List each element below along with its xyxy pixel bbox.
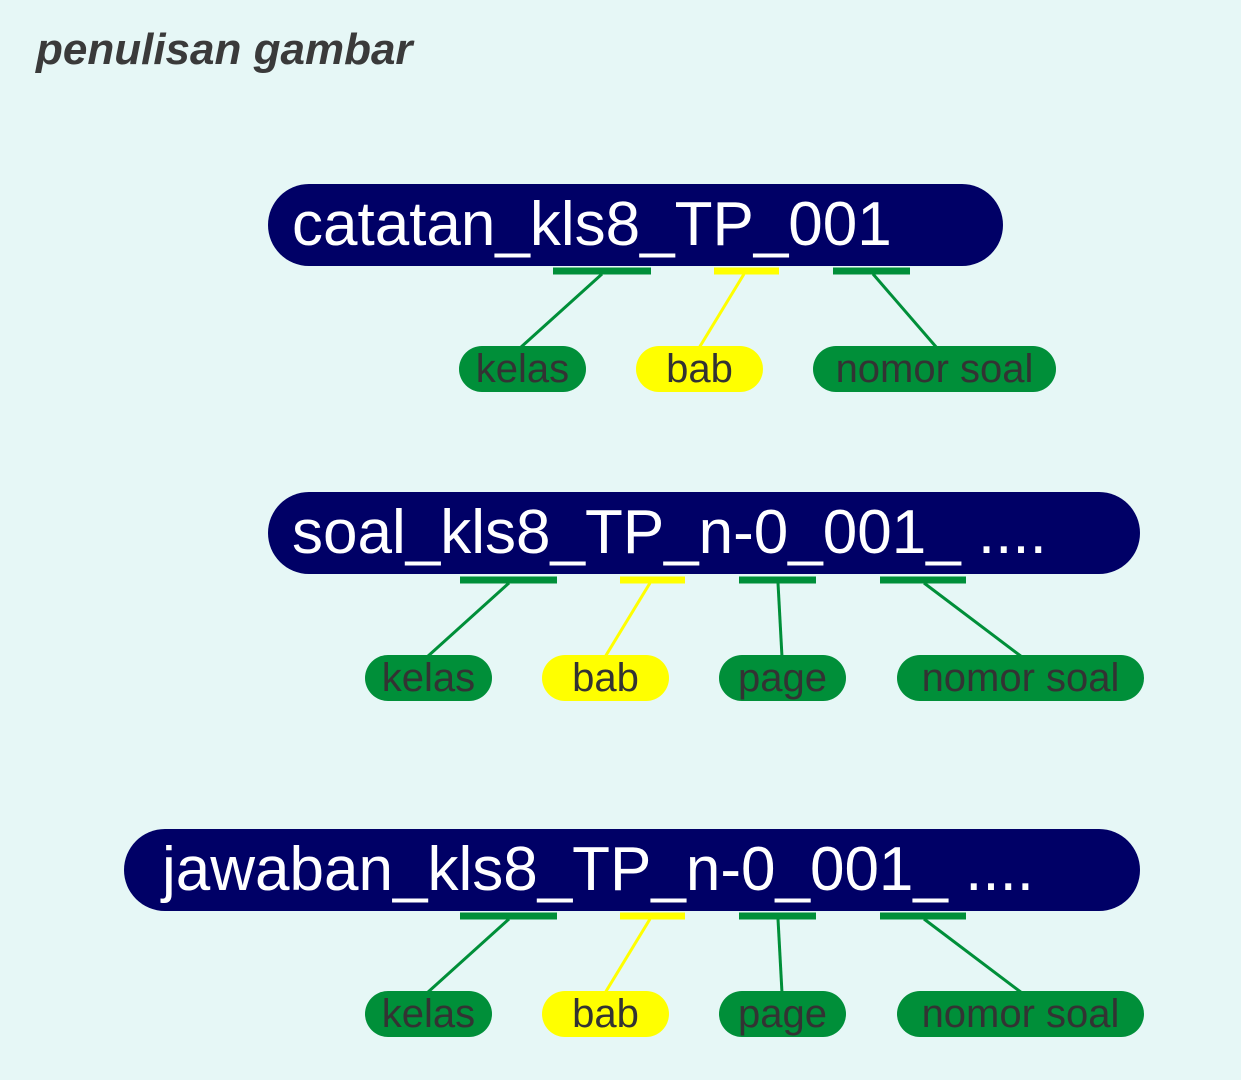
row-1-connectors [518,267,939,350]
filename-catatan: catatan_kls8_TP_001 [268,184,1003,266]
label-kelas: kelas [365,655,492,701]
connector-bab [697,273,746,349]
label-page: page [719,991,846,1037]
label-nomor-soal: nomor soal [813,346,1056,392]
connector-bab [603,582,652,658]
label-kelas: kelas [459,346,586,392]
label-kelas: kelas [365,991,492,1037]
label-page: page [719,655,846,701]
row-3-connectors [425,912,1023,995]
connector-nomor-soal [923,581,1023,659]
connector-page [776,582,784,658]
label-bab: bab [636,346,763,392]
label-bab: bab [542,655,669,701]
connector-kelas [425,917,511,995]
diagram-title: penulisan gambar [36,25,413,74]
connector-nomor-soal [871,273,939,349]
label-bab: bab [542,991,669,1037]
filename-soal: soal_kls8_TP_n-0_001_ .... [268,492,1140,574]
connector-kelas [518,272,604,350]
connector-page [776,918,784,994]
connector-nomor-soal [923,917,1023,995]
connector-bab [603,918,652,994]
filename-jawaban: jawaban_kls8_TP_n-0_001_ .... [124,829,1140,911]
connector-kelas [425,581,511,659]
row-2-connectors [425,576,1023,659]
label-nomor-soal: nomor soal [897,655,1144,701]
label-nomor-soal: nomor soal [897,991,1144,1037]
